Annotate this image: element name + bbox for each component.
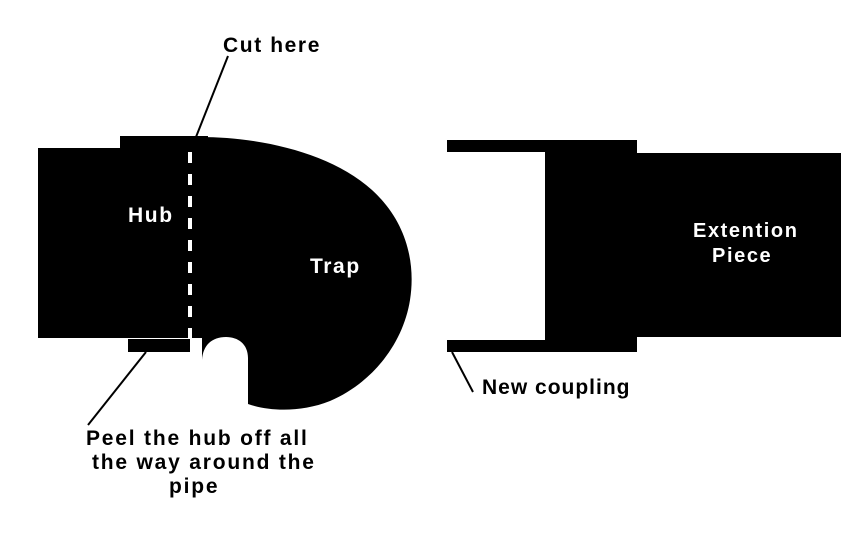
cut-here-label: Cut here	[223, 34, 321, 57]
new-coupling-top-bar	[447, 140, 637, 152]
peel-hub-label-line1: Peel the hub off all	[86, 427, 309, 450]
left-assembly-group: Hub Trap Cut here Peel the hub off all t…	[38, 34, 412, 498]
hub-top-lip	[120, 136, 208, 149]
cut-here-leader-line	[195, 55, 229, 138]
extension-piece-label-line1: Extention	[693, 220, 799, 242]
trap-body-shape	[200, 137, 412, 410]
peel-hub-label-line3: pipe	[169, 475, 219, 498]
peel-hub-leader-line	[87, 351, 147, 426]
extension-piece-label-line2: Piece	[712, 245, 772, 267]
trap-label: Trap	[310, 255, 361, 278]
hub-label: Hub	[128, 204, 174, 227]
new-coupling-label: New coupling	[482, 376, 631, 399]
new-coupling-bottom-bar	[447, 340, 637, 352]
new-coupling-leader-line	[451, 351, 474, 393]
hub-body-rect	[38, 148, 202, 338]
coupling-collar-body	[545, 140, 637, 352]
right-assembly-group: Extention Piece New coupling	[447, 140, 841, 399]
peel-hub-label-line2: the way around the	[92, 451, 316, 474]
hub-bottom-lip	[128, 339, 190, 352]
